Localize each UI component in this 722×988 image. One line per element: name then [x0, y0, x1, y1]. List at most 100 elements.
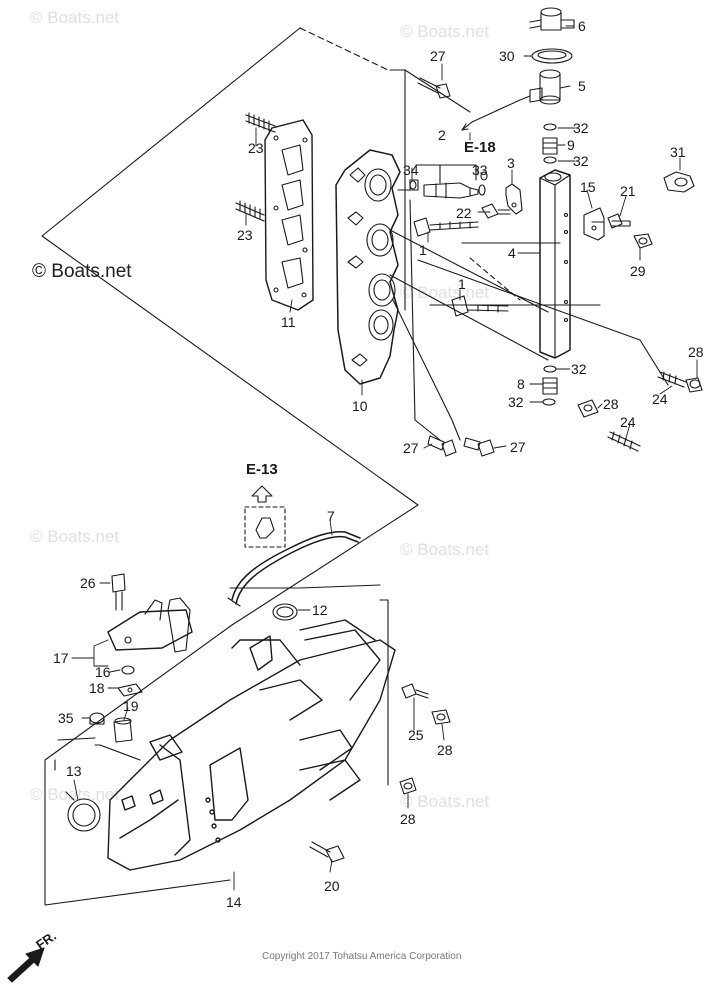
watermark-low-left: © Boats.net — [30, 785, 120, 804]
nut-28-lower — [431, 709, 451, 725]
callout-3: 3 — [507, 155, 515, 171]
callout-25: 25 — [408, 727, 424, 743]
nut-29 — [633, 233, 653, 249]
bolt-25 — [401, 683, 429, 699]
watermark-top-left: © Boats.net — [30, 8, 120, 27]
callout-29: 29 — [630, 263, 646, 279]
ref-e13: E-13 — [246, 461, 278, 478]
bolt-20 — [309, 841, 345, 863]
callout-18: 18 — [89, 680, 105, 696]
nut-28-mid — [577, 399, 599, 418]
bolt-26 — [111, 573, 126, 611]
stud-23-lower — [235, 200, 265, 222]
stud-23-upper — [245, 112, 276, 133]
intake-manifold-14 — [107, 619, 396, 871]
stud-24-right — [657, 371, 703, 393]
bolt-27-top — [417, 77, 451, 99]
stud-24-mid — [607, 431, 641, 452]
e13-clip-box — [244, 506, 286, 548]
callout-28: 28 — [400, 811, 416, 827]
watermark-mid-right: © Boats.net — [400, 283, 490, 302]
callout-11: 11 — [281, 314, 296, 330]
callout-14: 14 — [226, 894, 242, 910]
bolt-1-upper — [413, 217, 479, 237]
callout-27: 27 — [430, 48, 446, 64]
clip-18 — [117, 683, 143, 697]
grommet-16 — [121, 665, 135, 675]
callout-22: 22 — [456, 205, 472, 221]
clamp-15 — [583, 207, 605, 241]
valve-17 — [107, 597, 193, 653]
callout-23: 23 — [248, 140, 264, 156]
callout-12: 12 — [312, 602, 328, 618]
hose-7 — [231, 530, 361, 601]
callout-20: 20 — [324, 878, 340, 894]
copyright-notice: Copyright 2017 Tohatsu America Corporati… — [262, 951, 462, 962]
bolt-27-left — [427, 435, 457, 457]
o-ring-12 — [272, 603, 298, 621]
callout-32: 32 — [573, 120, 589, 136]
callout-32: 32 — [508, 394, 524, 410]
intake-flange-10 — [335, 149, 401, 385]
callout-30: 30 — [499, 48, 515, 64]
callout-8: 8 — [517, 376, 525, 392]
callout-1: 1 — [419, 242, 427, 258]
gasket-11 — [264, 119, 314, 311]
callout-15: 15 — [580, 179, 596, 195]
callout-28: 28 — [688, 344, 704, 360]
callout-4: 4 — [508, 245, 516, 261]
ref-e18: E-18 — [464, 139, 496, 156]
callout-26: 26 — [80, 575, 96, 591]
brand-label: © Boats.net — [32, 261, 132, 282]
callout-35: 35 — [58, 710, 74, 726]
callout-1: 1 — [458, 276, 466, 292]
bolt-21 — [607, 213, 631, 229]
upper-assembly-outline — [41, 27, 419, 626]
o-ring-32-b — [543, 156, 557, 164]
callout-13: 13 — [66, 763, 82, 779]
callout-27: 27 — [510, 439, 526, 455]
washer-34 — [409, 180, 417, 190]
callout-27: 27 — [403, 440, 419, 456]
watermark-top-right: © Boats.net — [400, 22, 490, 41]
front-direction-label: FR. — [33, 928, 59, 952]
callout-10: 10 — [352, 398, 368, 414]
front-arrow — [7, 947, 45, 983]
callout-21: 21 — [620, 183, 636, 199]
callout-23: 23 — [237, 227, 253, 243]
callout-31: 31 — [670, 144, 686, 160]
nut-28-bottom — [399, 777, 417, 795]
callout-33: 33 — [472, 162, 488, 178]
e13-arrow — [251, 485, 273, 503]
watermark-center: © Boats.net — [400, 540, 490, 559]
pressure-regulator-5 — [519, 69, 561, 105]
leader-lines — [71, 25, 698, 891]
callout-28: 28 — [603, 396, 619, 412]
callout-24: 24 — [652, 391, 668, 407]
bolt-22 — [481, 203, 511, 219]
callout-32: 32 — [573, 153, 589, 169]
clip-30 — [531, 48, 573, 64]
callout-28: 28 — [437, 742, 453, 758]
fuel-rail-4 — [539, 169, 571, 359]
callout-6: 6 — [578, 18, 586, 34]
filter-8 — [542, 377, 558, 395]
cap-31 — [663, 171, 695, 193]
callout-5: 5 — [578, 78, 586, 94]
callout-17: 17 — [53, 650, 69, 666]
callout-32: 32 — [571, 361, 587, 377]
washer-33 — [480, 171, 488, 181]
callout-34: 34 — [403, 162, 419, 178]
o-ring-32-c — [543, 365, 557, 373]
callout-19: 19 — [123, 698, 139, 714]
damper-6 — [529, 7, 575, 31]
clamp-13 — [65, 791, 101, 832]
watermark-low-right: © Boats.net — [400, 792, 490, 811]
filter-9 — [542, 137, 558, 155]
callout-24: 24 — [620, 414, 636, 430]
callout-7: 7 — [327, 508, 335, 524]
callout-16: 16 — [95, 664, 111, 680]
callout-9: 9 — [567, 137, 575, 153]
bolt-27-right — [463, 437, 495, 457]
